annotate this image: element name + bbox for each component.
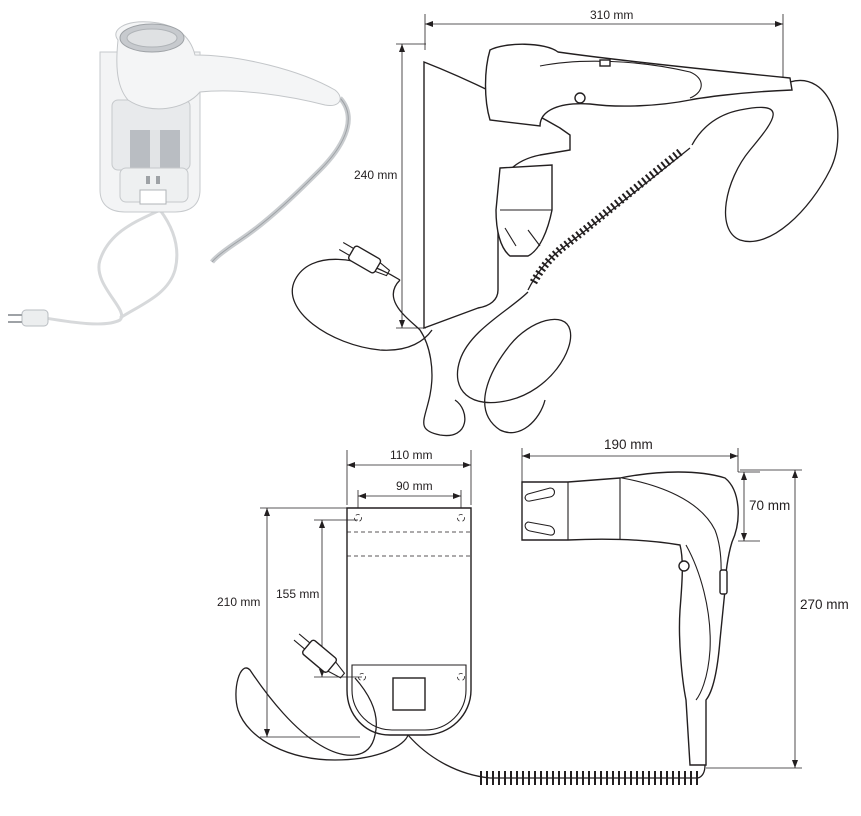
dim-holder-hole-height: 155 mm <box>276 587 319 601</box>
dim-holder-holes: 90 mm <box>396 479 433 493</box>
dim-dryer-nozzle: 70 mm <box>749 498 790 513</box>
dim-side-width: 310 mm <box>590 8 633 22</box>
dim-dryer-length: 190 mm <box>604 437 653 452</box>
dryer-side-view: 190 mm 70 mm 270 mm <box>480 437 849 785</box>
dim-holder-height: 210 mm <box>217 595 260 609</box>
holder-front-view: 110 mm 90 mm 210 mm 155 mm <box>217 448 491 779</box>
side-view: 310 mm 240 mm <box>291 8 839 437</box>
dim-side-height: 240 mm <box>354 168 397 182</box>
dim-holder-width: 110 mm <box>390 448 432 462</box>
product-photo <box>8 21 351 327</box>
dim-dryer-height: 270 mm <box>800 597 849 612</box>
